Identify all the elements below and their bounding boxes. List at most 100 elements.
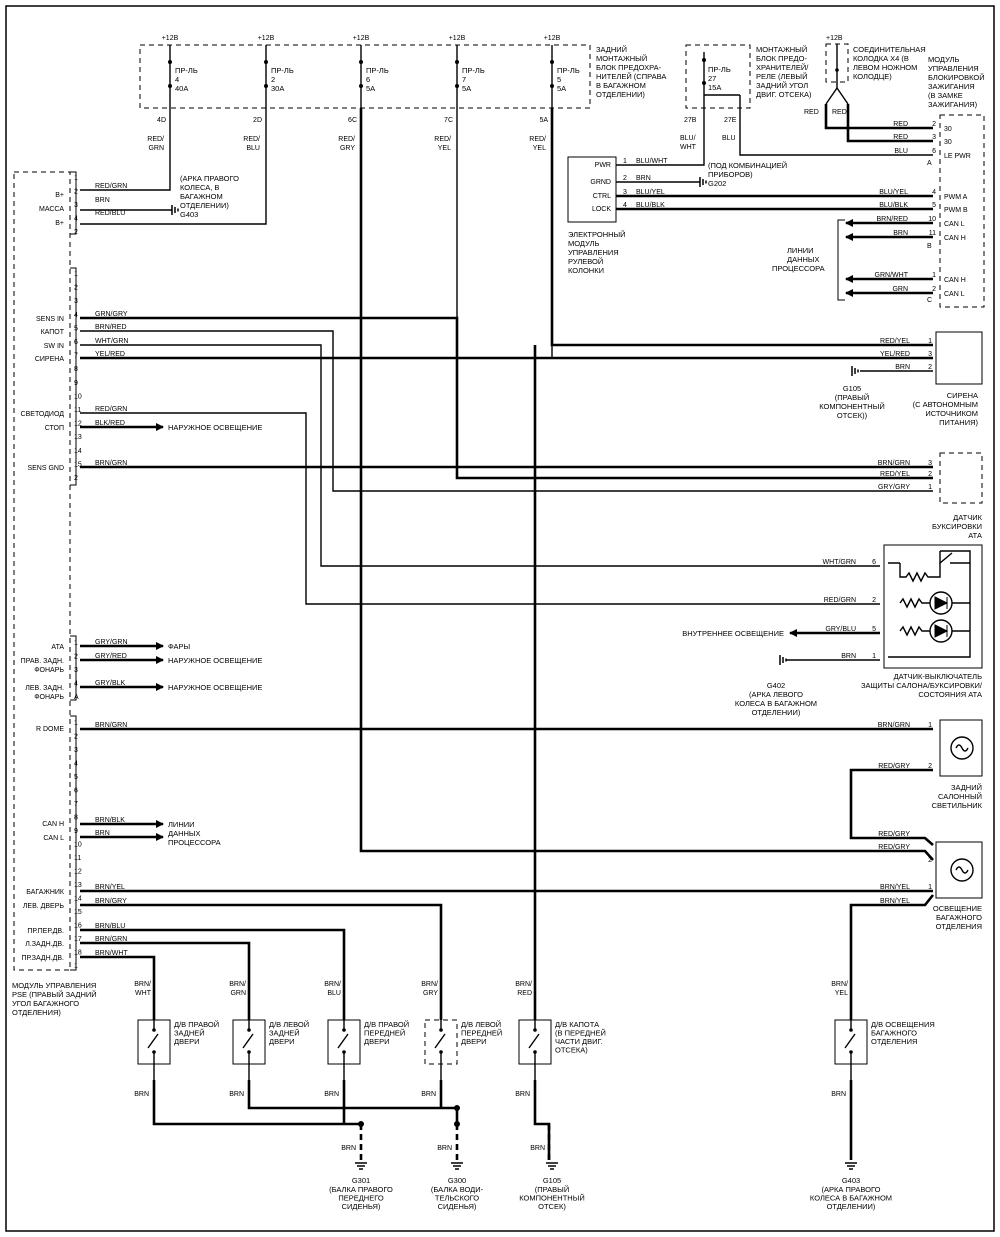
conn1-note-1: КОЛЕСА, В [180, 183, 219, 192]
switch-caption-2-0: Д/В ПРАВОЙ [364, 1020, 409, 1029]
fuse-top-pin-b-4 [550, 84, 554, 88]
data-bracket [837, 219, 845, 301]
immo-label-6: CAN H [944, 235, 966, 242]
fuse-top-pin-b-0 [168, 84, 172, 88]
steer-pin-2: 3 [623, 189, 627, 196]
wire-27e: BLU [722, 135, 736, 142]
fuse-top-pin-a-2 [359, 60, 363, 64]
int-wire-1: RED/GRN [824, 597, 856, 604]
siren-pin-2: 2 [928, 364, 932, 371]
sensor-switch [888, 550, 971, 565]
tow-caption-2: АТА [968, 531, 982, 540]
fuse-top-wire-a-1: RED/ [243, 136, 260, 143]
int-pin-3: 1 [872, 653, 876, 660]
immo-label-7: CAN H [944, 277, 966, 284]
switch-caption-4-1: (В ПЕРЕДНЕЙ [555, 1029, 606, 1038]
steer-ground-note-0: (ПОД КОМБИНАЦИЕЙ [708, 161, 787, 170]
immo-caption-2: БЛОКИРОВКОЙ [928, 73, 985, 82]
conn2-pin-8: 9 [74, 380, 78, 387]
fuse-27-num: 27 [708, 74, 716, 83]
fuse-top-plus12-2: +12В [353, 35, 370, 42]
conn2-label-6: SENS GND [27, 465, 64, 472]
fuse-top-amp-2: 5А [366, 84, 375, 93]
dome-caption-0: ЗАДНИЙ [951, 783, 982, 792]
fuse-top-name-2: ПР-ЛЬ [366, 66, 389, 75]
wire-27b-b: WHT [680, 144, 697, 151]
trunk-lamp-icon [950, 858, 974, 882]
fuse-top-wire-a-2: RED/ [338, 136, 355, 143]
conn4-pin-3: 4 [74, 761, 78, 768]
steer-pin-3: 4 [623, 202, 627, 209]
pse-caption-3: ОТДЕЛЕНИЯ) [12, 1008, 61, 1017]
switch-brn-0: BRN [134, 1091, 149, 1098]
switch-wire-a-1: BRN/ [229, 981, 246, 988]
fuse-top-name-3: ПР-ЛЬ [462, 66, 485, 75]
conn1-pin-3: 4 [74, 216, 78, 223]
dome-wire-1: RED/GRY [878, 763, 910, 770]
conn4-label-0: R DOME [36, 726, 64, 733]
wire-steer-pwr [616, 108, 705, 166]
switch-wire-a-2: BRN/ [324, 981, 341, 988]
immo-pin-3: 4 [932, 189, 936, 196]
g402-note-2: ОТДЕЛЕНИИ) [752, 708, 801, 717]
stop-target: НАРУЖНОЕ ОСВЕЩЕНИЕ [168, 423, 262, 432]
page-frame [5, 5, 995, 1232]
conn4-wire-0: BRN/GRN [95, 722, 127, 729]
engine-fuse-caption-0: МОНТАЖНЫЙ [756, 45, 807, 54]
pse-module: 1234212345678910111213141521234A12345678… [12, 171, 262, 1017]
conn2-pin-10: 11 [74, 407, 81, 414]
immo-wire-1: RED [893, 134, 908, 141]
conn3-target-0: ФАРЫ [168, 642, 191, 651]
conn2-pin-3: 4 [74, 312, 78, 319]
data-lines-2: ПРОЦЕССОРА [772, 264, 825, 273]
bottom-ground-caption-0-2: СИДЕНЬЯ) [342, 1202, 381, 1211]
conn1-note-3: ОТДЕЛЕНИИ) [180, 201, 229, 210]
bottom-ground-caption-1-1: ТЕЛЬСКОГО [435, 1194, 479, 1203]
steer-ground-g202: G202 [708, 179, 726, 188]
tow-caption-0: ДАТЧИК [953, 513, 982, 522]
conn2-wire-5: BLK/RED [95, 420, 125, 427]
x4-caption-2: ЛЕВОМ НОЖНОМ [853, 63, 917, 72]
fuse-top-amp-1: 30А [271, 84, 284, 93]
rear-fuse-box-caption-4: В БАГАЖНОМ [596, 81, 646, 90]
rear-fuse-box: +12ВПР-ЛЬ440А4DRED/GRN+12ВПР-ЛЬ230А2DRED… [139, 35, 666, 152]
immobilizer-module: МОДУЛЬ УПРАВЛЕНИЯ БЛОКИРОВКОЙ ЗАЖИГАНИЯ … [875, 55, 985, 308]
steer-label-0: PWR [595, 162, 611, 169]
pse-conn-2 [70, 635, 77, 701]
pse-caption-0: МОДУЛЬ УПРАВЛЕНИЯ [12, 981, 96, 990]
switch-wire-b-3: GRY [423, 990, 438, 997]
steer-wire-3: BLU/BLK [636, 202, 665, 209]
can-target-2: ПРОЦЕССОРА [168, 838, 221, 847]
trunk-caption-1: БАГАЖНОГО [936, 913, 982, 922]
bottom-ground-name-1: G300 [448, 1176, 466, 1185]
immo-label-0: 30 [944, 126, 952, 133]
wire-kapot [80, 330, 933, 492]
g402-note-1: КОЛЕСА В БАГАЖНОМ [735, 699, 817, 708]
switch-caption-3-2: ДВЕРИ [461, 1037, 486, 1046]
switch-wire-a-4: BRN/ [515, 981, 532, 988]
immo-label-4: PWM B [944, 207, 968, 214]
conn2-wire-6: BRN/GRN [95, 460, 127, 467]
conn4-pin-17: 18 [74, 950, 82, 957]
conn1-ground: G403 [180, 210, 198, 219]
conn2-wire-0: GRN/GRY [95, 311, 128, 318]
trunk-pin-1: 1 [928, 884, 932, 891]
wire-x4-b [846, 104, 933, 143]
tow-pin-0: 3 [928, 460, 932, 467]
conn1-note-0: (АРКА ПРАВОГО [180, 174, 239, 183]
wire-pr-zadn-dv [80, 955, 156, 1020]
immo-outline [939, 114, 985, 308]
sensor-resistor-1 [899, 563, 941, 583]
engine-fuse-caption-2: ХРАНИТЕЛЕЙ/ [756, 63, 809, 72]
engine-fuse-box-outline [685, 44, 751, 109]
conn4-pin-9: 10 [74, 842, 82, 849]
bottom-ground-caption-2-0: (ПРАВЫЙ [535, 1185, 569, 1194]
immo-caption-0: МОДУЛЬ [928, 55, 960, 64]
conn2-label-5: СТОП [45, 425, 64, 432]
